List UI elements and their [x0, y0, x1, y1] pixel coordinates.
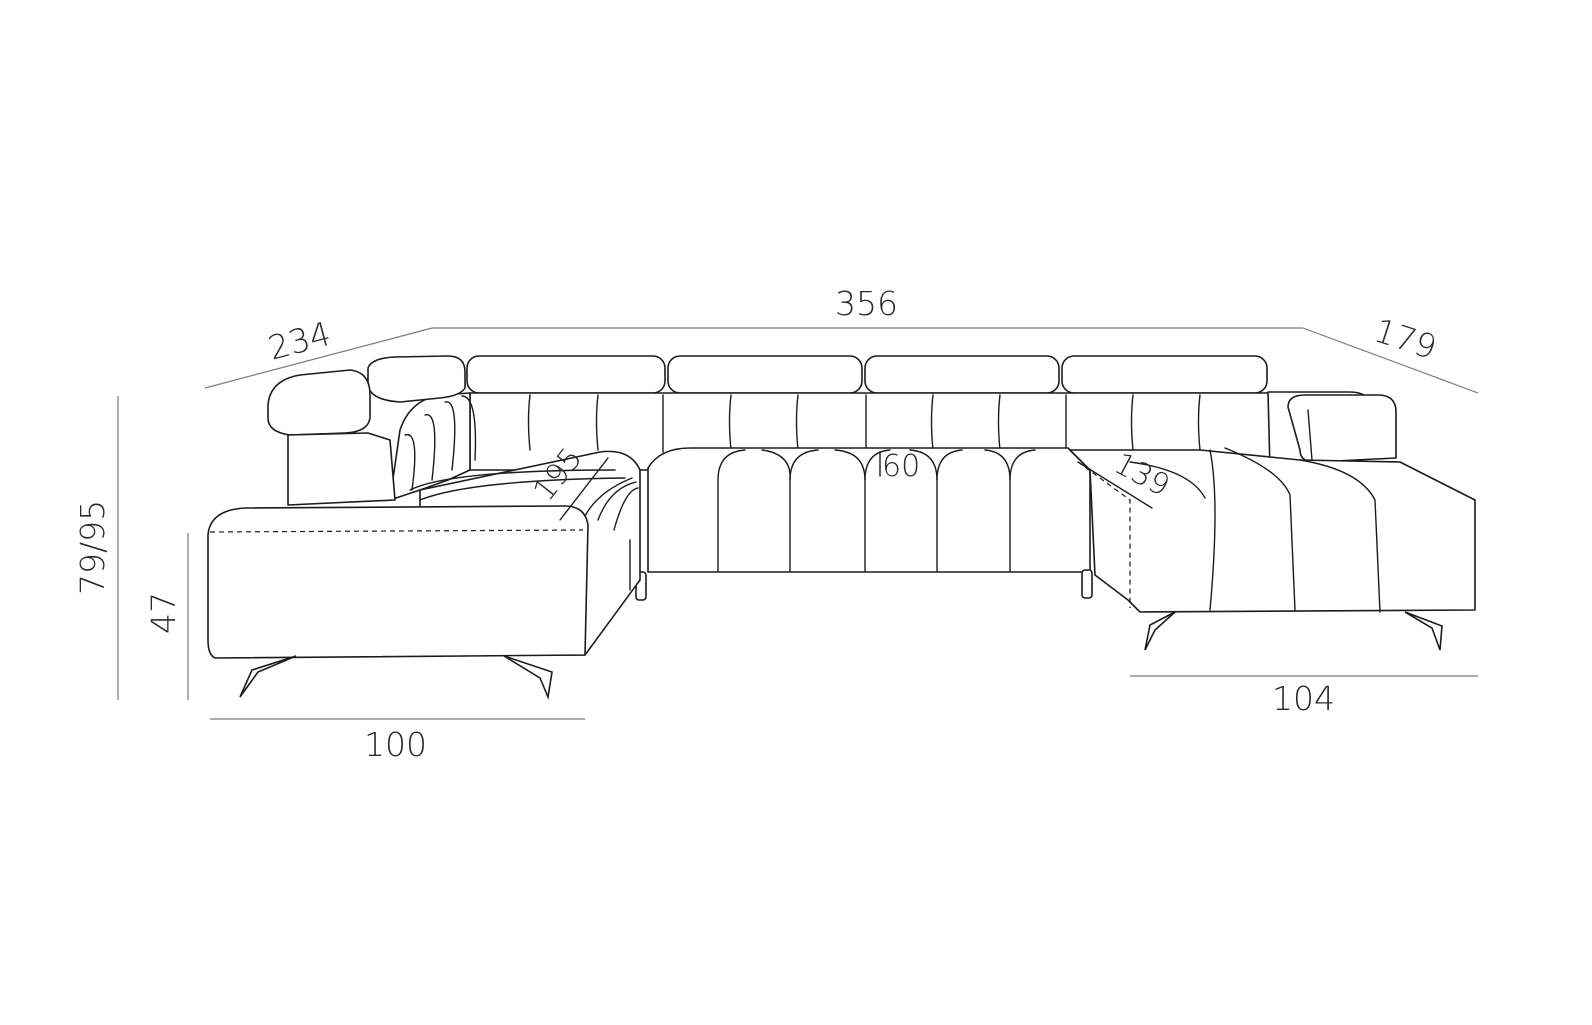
label-seat-height: 47 [144, 592, 183, 634]
label-left-chaise-width: 100 [364, 725, 427, 764]
sofa-back-headrests [466, 355, 1268, 394]
leg-left-front [239, 655, 297, 698]
label-left-depth: 234 [264, 314, 335, 368]
label-total-width: 356 [835, 284, 898, 323]
left-chaise [207, 450, 641, 700]
label-center-seat-depth: 60 [882, 449, 920, 484]
left-corner-back [267, 355, 477, 506]
dim-line-234 [204, 327, 433, 389]
label-right-chaise-width: 104 [1272, 679, 1335, 718]
headrest-4 [1061, 355, 1268, 394]
headrest-1 [466, 355, 666, 394]
leg-center-right [1081, 569, 1093, 599]
headrest-3 [864, 355, 1060, 394]
right-chaise [1069, 447, 1476, 651]
label-right-depth: 179 [1370, 311, 1442, 368]
right-corner-back [1267, 391, 1397, 471]
dim-line-179 [1302, 327, 1479, 394]
leg-left-back [503, 655, 553, 700]
headrest-2 [667, 355, 863, 394]
label-height: 79/95 [73, 500, 112, 595]
leg-right-front [1144, 611, 1176, 651]
dimension-lines [117, 327, 1479, 720]
center-seat [635, 447, 1093, 601]
leg-right-back [1404, 611, 1443, 651]
